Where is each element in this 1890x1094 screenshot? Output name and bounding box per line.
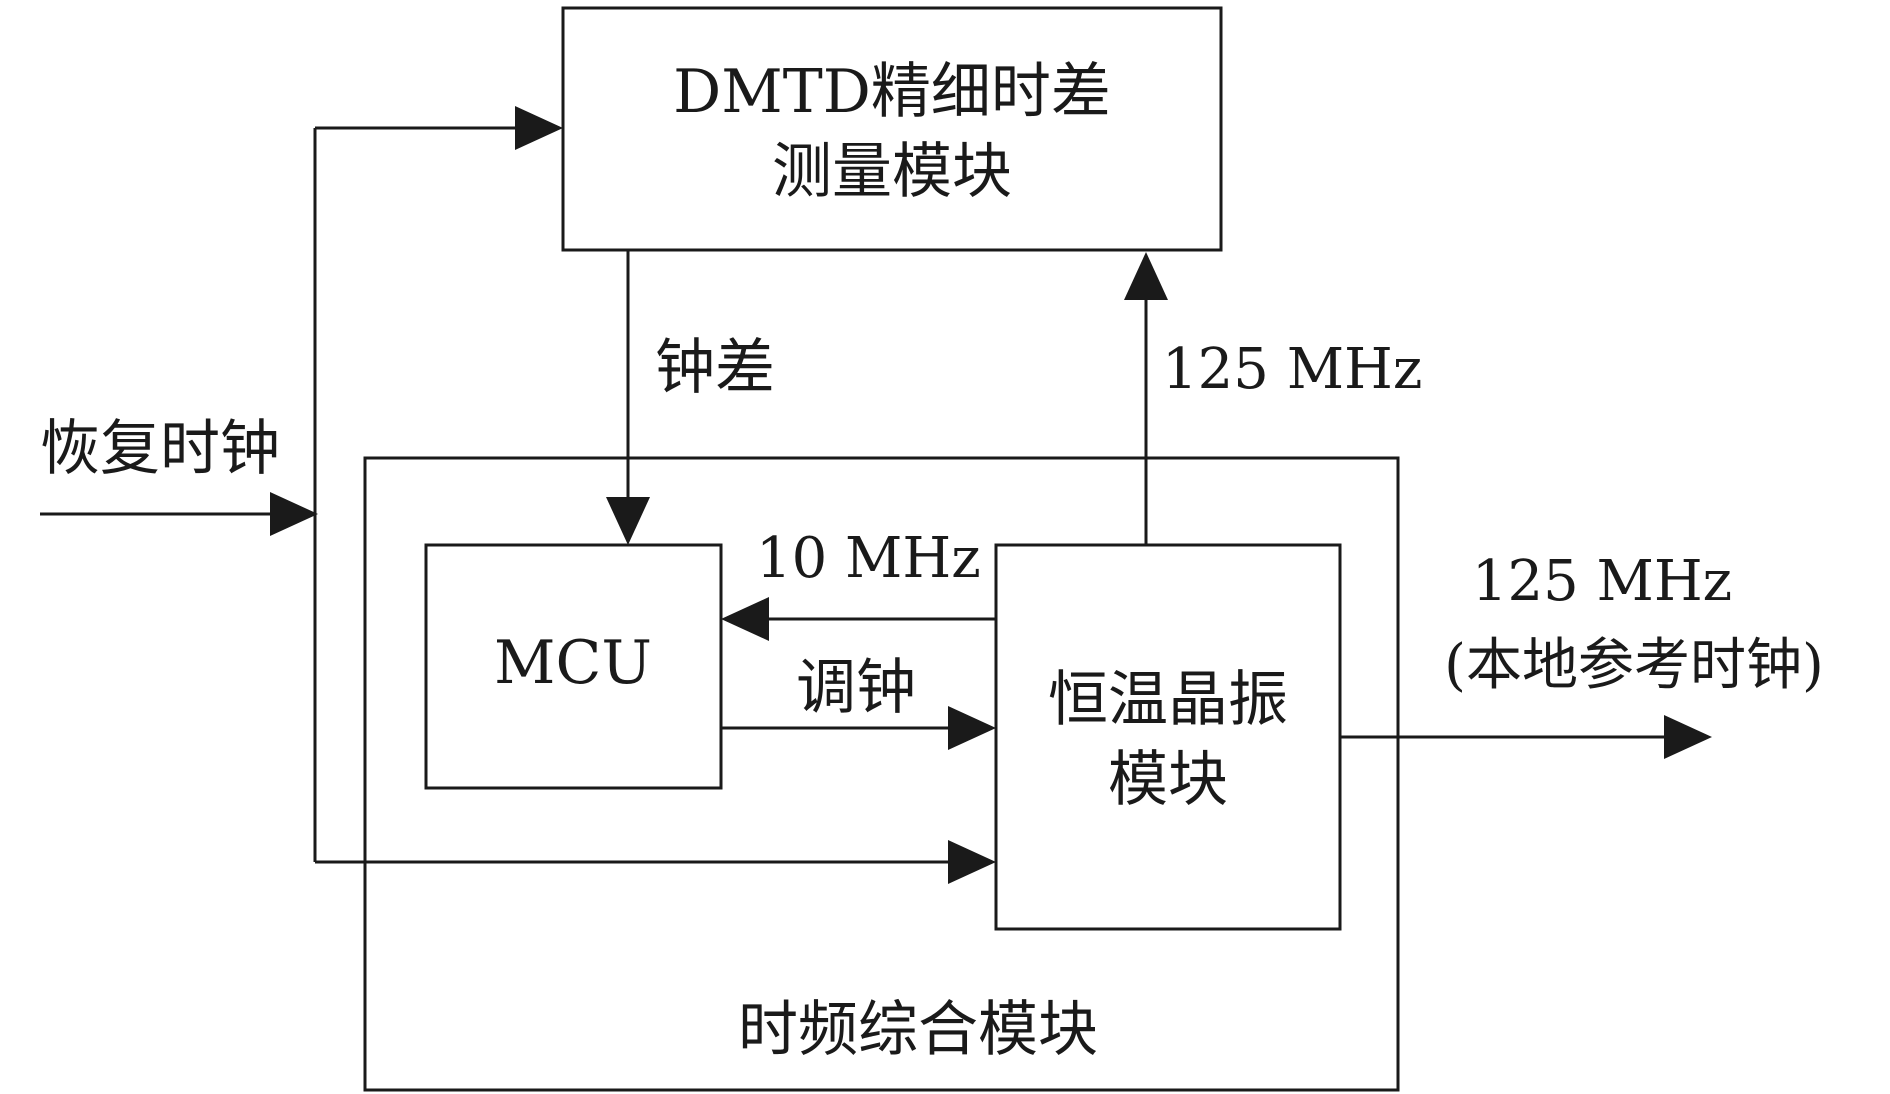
arrowhead-ocxo-to-dmtd xyxy=(1124,252,1168,300)
ocxo-module-box xyxy=(994,543,1342,931)
recovered-clock-label: 恢复时钟 xyxy=(40,414,280,484)
clock-diff-label: 钟差 xyxy=(655,333,775,403)
ocxo-label-line2: 模块 xyxy=(1108,745,1228,815)
time-frequency-synthesis-box xyxy=(363,456,1400,1092)
mcu-box xyxy=(424,543,723,790)
out-desc-label: (本地参考时钟) xyxy=(1444,633,1824,698)
dmtd-label-line2: 测量模块 xyxy=(772,137,1012,207)
arrowhead-to-dmtd xyxy=(515,106,563,150)
ocxo-label-line1: 恒温晶振 xyxy=(1048,665,1288,735)
arrowhead-recovered-clock xyxy=(270,492,318,536)
dmtd-module-box xyxy=(561,6,1223,252)
synth-label: 时频综合模块 xyxy=(738,995,1098,1065)
arrowhead-ten-mhz xyxy=(721,597,769,641)
arrowhead-to-ocxo xyxy=(948,840,996,884)
freq-125-up-label: 125 MHz xyxy=(1162,337,1422,402)
arrowhead-output xyxy=(1664,715,1712,759)
dmtd-label-line1: DMTD精细时差 xyxy=(673,57,1111,127)
adjust-clock-label: 调钟 xyxy=(796,653,916,723)
arrowhead-clock-diff xyxy=(606,497,650,545)
out-freq-label: 125 MHz xyxy=(1472,549,1732,614)
arrowhead-adjust-clock xyxy=(948,706,996,750)
mcu-label: MCU xyxy=(494,628,652,698)
freq-10-label: 10 MHz xyxy=(756,526,981,591)
